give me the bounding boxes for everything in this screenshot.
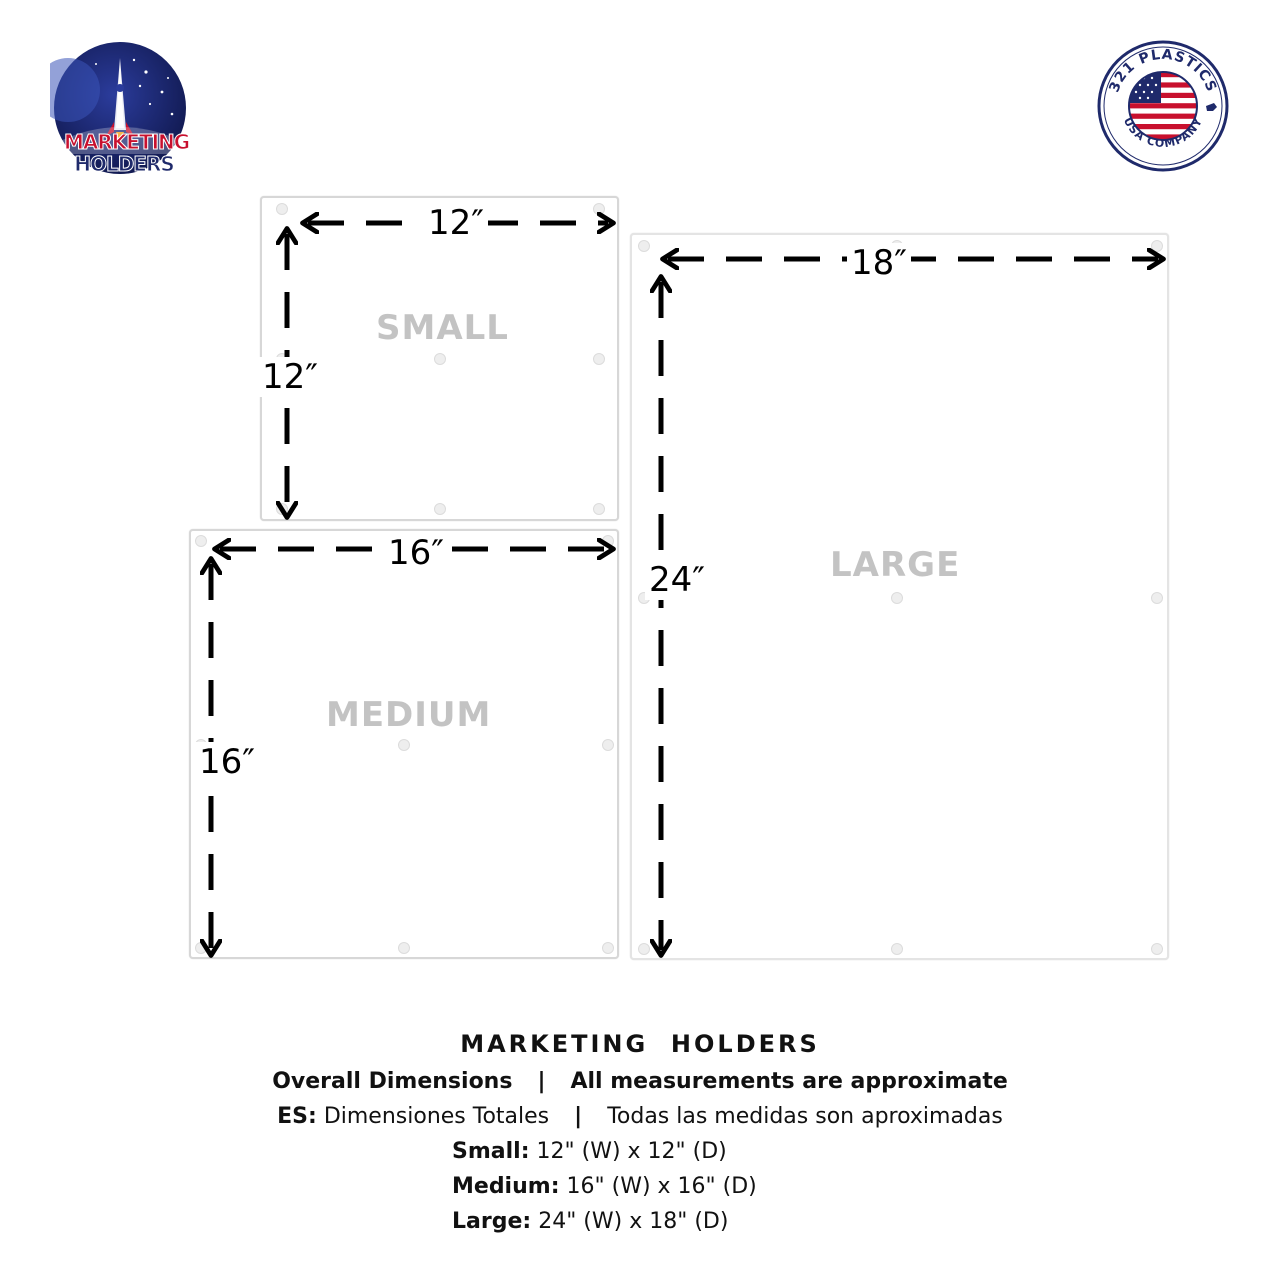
standoff-dot (195, 535, 207, 547)
aproximadas-text: Todas las medidas son aproximadas (607, 1104, 1003, 1129)
panel-label-large: LARGE (830, 545, 961, 585)
size-name: Small (452, 1139, 521, 1164)
standoff-dot (434, 503, 446, 515)
caption-block: MARKETING HOLDERS Overall Dimensions | A… (0, 1024, 1280, 1239)
standoff-dot (891, 592, 903, 604)
standoff-dot (593, 353, 605, 365)
panel-small: SMALL (260, 196, 619, 521)
standoff-dot (602, 739, 614, 751)
separator: | (574, 1104, 583, 1129)
standoff-dot (276, 203, 288, 215)
standoff-dot (398, 739, 410, 751)
panel-label-small: SMALL (376, 308, 509, 348)
es-prefix: ES: (277, 1104, 317, 1129)
marketing-holders-logo: MARKETING HOLDERS (36, 42, 192, 182)
standoff-dot (638, 943, 650, 955)
dim-label-large-height: 24″ (645, 560, 709, 600)
size-spec: 24" (W) x 18" (D) (538, 1209, 729, 1234)
dim-label-large-width: 18″ (847, 243, 911, 283)
standoff-dot (1151, 943, 1163, 955)
dimensiones-totales-text: Dimensiones Totales (323, 1104, 550, 1129)
approximate-text: All measurements are approximate (570, 1069, 1008, 1094)
standoff-dot (602, 535, 614, 547)
size-line-large: Large: 24" (W) x 18" (D) (0, 1204, 1280, 1239)
standoff-dot (602, 942, 614, 954)
dim-label-medium-width: 16″ (384, 533, 448, 573)
standoff-dot (638, 240, 650, 252)
colon: : (520, 1139, 530, 1164)
dim-label-medium-height: 16″ (195, 742, 259, 782)
caption-line-en: Overall Dimensions | All measurements ar… (0, 1064, 1280, 1099)
size-name: Large (452, 1209, 523, 1234)
colon: : (550, 1174, 560, 1199)
size-name: Medium (452, 1174, 551, 1199)
size-spec: 12" (W) x 12" (D) (536, 1139, 727, 1164)
panel-large: LARGE (630, 233, 1169, 960)
standoff-dot (1151, 240, 1163, 252)
size-line-small: Small: 12" (W) x 12" (D) (0, 1134, 1280, 1169)
standoff-dot (434, 353, 446, 365)
standoff-dot (891, 943, 903, 955)
size-line-medium: Medium: 16" (W) x 16" (D) (0, 1169, 1280, 1204)
standoff-dot (276, 503, 288, 515)
standoff-dot (593, 503, 605, 515)
separator: | (537, 1069, 546, 1094)
colon: : (522, 1209, 532, 1234)
dim-label-small-height: 12″ (258, 357, 322, 397)
usa-flag-icon (1128, 71, 1198, 141)
rocket-icon (36, 42, 186, 174)
overall-dimensions-text: Overall Dimensions (272, 1069, 513, 1094)
321-plastics-badge: 321 PLASTICS USA COMPANY (1094, 40, 1232, 172)
caption-title: MARKETING HOLDERS (460, 1030, 820, 1058)
logo-text-holders: HOLDERS (74, 152, 176, 177)
usa-map-icon (1206, 103, 1217, 111)
standoff-dot (593, 203, 605, 215)
standoff-dot (1151, 592, 1163, 604)
size-spec: 16" (W) x 16" (D) (566, 1174, 757, 1199)
dim-label-small-width: 12″ (424, 203, 488, 243)
standoff-dot (398, 942, 410, 954)
panel-label-medium: MEDIUM (326, 695, 492, 735)
panel-medium: MEDIUM (189, 529, 619, 959)
logo-text-marketing: MARKETING (64, 130, 191, 155)
standoff-dot (195, 942, 207, 954)
caption-line-es: ES: Dimensiones Totales | Todas las medi… (0, 1099, 1280, 1134)
